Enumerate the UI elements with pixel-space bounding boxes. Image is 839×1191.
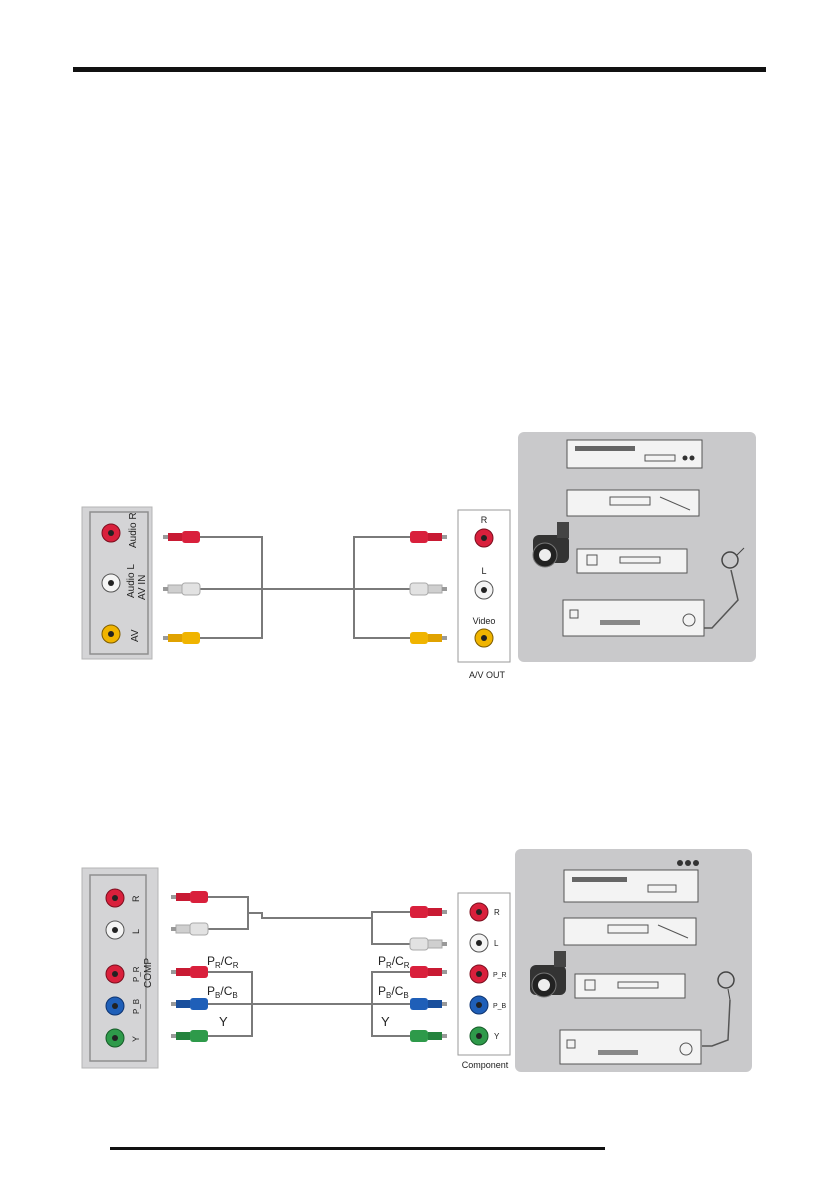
out-pr-label: P_R [493,972,507,979]
comp-group-label: COMP [143,958,154,988]
component-diagram: R L COMP P_R P_B Y [81,849,752,1072]
receiver-icon [559,1029,702,1065]
comp-pr-label: P_R [132,966,141,982]
av-label: AV [130,629,141,642]
av-plugs-left [162,531,201,644]
component-plugs-left [170,891,209,1042]
satellite-dish-icon [702,971,735,1047]
y-cable-label-left: Y [219,1014,228,1029]
dvd-player-icon [563,917,697,946]
av-cables [200,536,410,639]
component-cables [208,896,410,1037]
y-cable-label-right: Y [381,1014,390,1029]
av-diagram: Audio R Audio L AV IN AV R L [81,432,756,680]
pr-cable-label-left: PR/CR [207,954,239,970]
out-y-label: Y [494,1032,500,1041]
out-l-label: L [494,939,499,948]
camcorder-icon [532,522,569,568]
pb-cable-label-left: PB/CB [207,984,238,1000]
pr-cable-label-right: PR/CR [378,954,410,970]
component-caption: Component [462,1060,509,1070]
comp-pb-label: P_B [132,999,141,1014]
av-out-panel: R L Video A/V OUT [457,509,511,680]
av-out-caption: A/V OUT [469,670,506,680]
comp-r-label: R [131,895,141,902]
comp-l-label: L [131,929,141,934]
av-devices [518,432,756,662]
receiver-icon [562,599,705,637]
vcr-icon [563,860,699,903]
component-out-panel: R L P_R P_B Y Component [457,892,511,1070]
audio-l-label: Audio L [126,564,137,598]
av-out-video-label: Video [473,616,496,626]
camcorder-icon [530,951,566,998]
component-devices [515,849,752,1072]
vcr-icon [566,439,703,469]
av-out-l-label: L [481,566,486,576]
component-plugs-right [409,906,448,1042]
av-plugs-right [409,531,448,644]
set-top-box-icon [574,973,686,999]
set-top-box-icon [576,548,688,574]
comp-y-label: Y [131,1036,141,1042]
tv-av-in-panel: Audio R Audio L AV IN AV [81,506,153,660]
dvd-player-icon [566,489,700,517]
tv-comp-panel: R L COMP P_R P_B Y [81,867,159,1069]
header-rule [73,67,766,72]
av-in-label: AV IN [137,575,148,600]
out-r-label: R [494,908,500,917]
pb-cable-label-right: PB/CB [378,984,409,1000]
satellite-dish-icon [704,547,745,629]
audio-r-label: Audio R [128,512,139,548]
av-out-r-label: R [481,515,488,525]
out-pb-label: P_B [493,1003,507,1010]
footer-rule [110,1147,605,1150]
